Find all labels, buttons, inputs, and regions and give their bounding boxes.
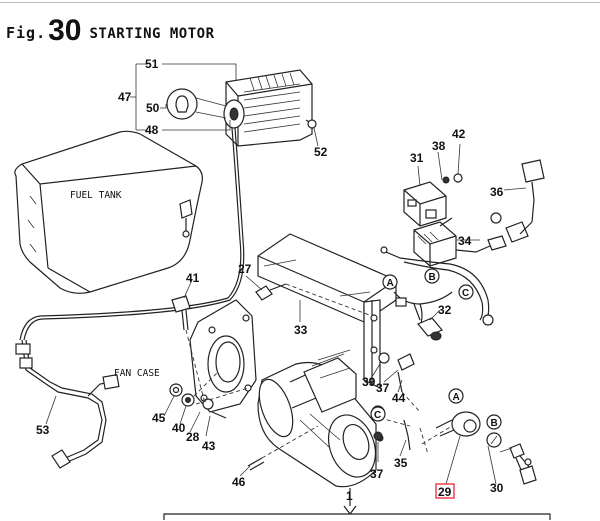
main-harness bbox=[380, 173, 507, 327]
part-43: 43 bbox=[202, 439, 216, 453]
key-switch bbox=[421, 411, 537, 485]
top-border bbox=[0, 2, 600, 3]
cable-35-axis bbox=[419, 427, 429, 455]
ring-b-2-label: B bbox=[491, 418, 498, 429]
part-45: 45 bbox=[152, 411, 166, 425]
leader-lines bbox=[45, 143, 527, 485]
part-37: 37 bbox=[376, 381, 390, 395]
part-38: 38 bbox=[432, 139, 446, 153]
part-51: 51 bbox=[145, 57, 159, 71]
figure-title: Fig.30 STARTING MOTOR bbox=[6, 14, 215, 48]
fuse-block-34 bbox=[413, 221, 457, 267]
cable-35 bbox=[403, 419, 411, 451]
part-37-lower: 37 bbox=[370, 467, 384, 481]
part-28: 28 bbox=[186, 430, 200, 444]
headlight-callout-lines bbox=[130, 63, 319, 147]
part-30: 30 bbox=[490, 481, 504, 495]
bracket-33 bbox=[257, 233, 397, 389]
bottom-bracket bbox=[163, 488, 551, 520]
bolt-27 bbox=[255, 283, 373, 317]
harness-53 bbox=[15, 339, 120, 469]
ring-c-1 bbox=[458, 284, 474, 300]
ring-b-1-label: B bbox=[429, 272, 436, 283]
part-46: 46 bbox=[232, 475, 246, 489]
ring-slash-mark bbox=[490, 435, 498, 445]
part-53: 53 bbox=[36, 423, 50, 437]
fuel-tank bbox=[14, 130, 203, 294]
part-48: 48 bbox=[145, 123, 159, 137]
part-number-labels: 51 47 50 48 52 38 42 31 36 34 41 27 33 3… bbox=[36, 57, 504, 503]
ring-a-2-label: A bbox=[453, 392, 460, 403]
bulb-callout bbox=[166, 88, 227, 120]
part-32: 32 bbox=[438, 303, 452, 317]
part-42: 42 bbox=[452, 127, 466, 141]
part-50: 50 bbox=[146, 101, 160, 115]
figure-prefix: Fig. bbox=[6, 24, 47, 42]
part-39: 39 bbox=[362, 375, 376, 389]
part-1: 1 bbox=[346, 489, 353, 503]
label-fan-case: FAN CASE bbox=[114, 368, 160, 379]
ring-a-2 bbox=[448, 388, 464, 404]
bolt-46-axis bbox=[261, 425, 319, 459]
ring-a-1-label: A bbox=[387, 278, 394, 289]
highlight-box-part-29 bbox=[435, 483, 455, 499]
label-fuel-tank: FUEL TANK bbox=[70, 190, 122, 201]
switch-36 bbox=[490, 159, 545, 243]
part-47: 47 bbox=[118, 90, 132, 104]
part-52: 52 bbox=[314, 145, 328, 159]
figure-number: 30 bbox=[48, 14, 82, 47]
part-33: 33 bbox=[294, 323, 308, 337]
relay-31 bbox=[403, 181, 447, 227]
part-35: 35 bbox=[394, 456, 408, 470]
headlight-harness-2 bbox=[23, 127, 245, 341]
ring-a-1 bbox=[382, 274, 398, 290]
headlight-assembly bbox=[223, 69, 317, 147]
bolt-41 bbox=[171, 295, 205, 401]
part-31: 31 bbox=[410, 151, 424, 165]
nuts-45-40-28-43 bbox=[169, 371, 249, 419]
flange-plate bbox=[189, 299, 257, 413]
bolt-46 bbox=[247, 457, 265, 471]
ring-c-2-label: C bbox=[374, 410, 381, 421]
part-34: 34 bbox=[458, 234, 472, 248]
part-40: 40 bbox=[172, 421, 186, 435]
part-29: 29 bbox=[438, 485, 452, 499]
headlight-harness bbox=[19, 127, 242, 341]
figure-name: STARTING MOTOR bbox=[89, 26, 215, 42]
ring-b-2 bbox=[486, 414, 502, 430]
part-27: 27 bbox=[238, 262, 252, 276]
part-44: 44 bbox=[392, 391, 406, 405]
connector-32 bbox=[395, 297, 443, 341]
starting-motor bbox=[257, 349, 384, 488]
part-36: 36 bbox=[490, 185, 504, 199]
part-41: 41 bbox=[186, 271, 200, 285]
ring-b-1 bbox=[424, 268, 440, 284]
ring-c-1-label: C bbox=[462, 288, 469, 299]
ring-c-2 bbox=[370, 406, 386, 422]
connector-markers: A B C C A B bbox=[370, 268, 502, 448]
